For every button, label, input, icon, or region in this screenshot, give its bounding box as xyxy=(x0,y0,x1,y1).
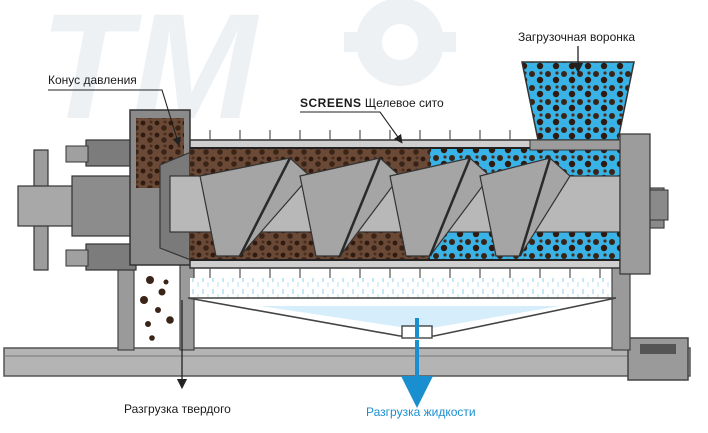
screens-label: SCREENS Щелевое сито xyxy=(300,96,444,110)
gear-watermark-icon xyxy=(344,0,456,86)
hopper-label: Загрузочная воронка xyxy=(518,30,636,44)
drip-zone xyxy=(190,278,610,298)
hopper xyxy=(521,61,635,151)
screen-slots xyxy=(209,130,601,278)
screens-label-ru: Щелевое сито xyxy=(364,96,444,110)
liquid-discharge-label: Разгрузка жидкости xyxy=(366,405,476,419)
end-cap xyxy=(619,133,669,275)
liquid-trough xyxy=(187,297,617,339)
pressure-cone-label: Конус давления xyxy=(48,73,137,87)
base-frame xyxy=(3,337,691,381)
solid-discharge-chunks xyxy=(140,276,174,341)
drive-assembly xyxy=(17,139,139,271)
screw-flights xyxy=(199,157,571,257)
cone-leader-line xyxy=(48,89,181,147)
solid-discharge-label: Разгрузка твердого xyxy=(124,402,231,416)
screw-flight-edges xyxy=(238,157,552,257)
screens-leader-line xyxy=(300,111,403,144)
screens-label-en: SCREENS xyxy=(300,96,362,110)
